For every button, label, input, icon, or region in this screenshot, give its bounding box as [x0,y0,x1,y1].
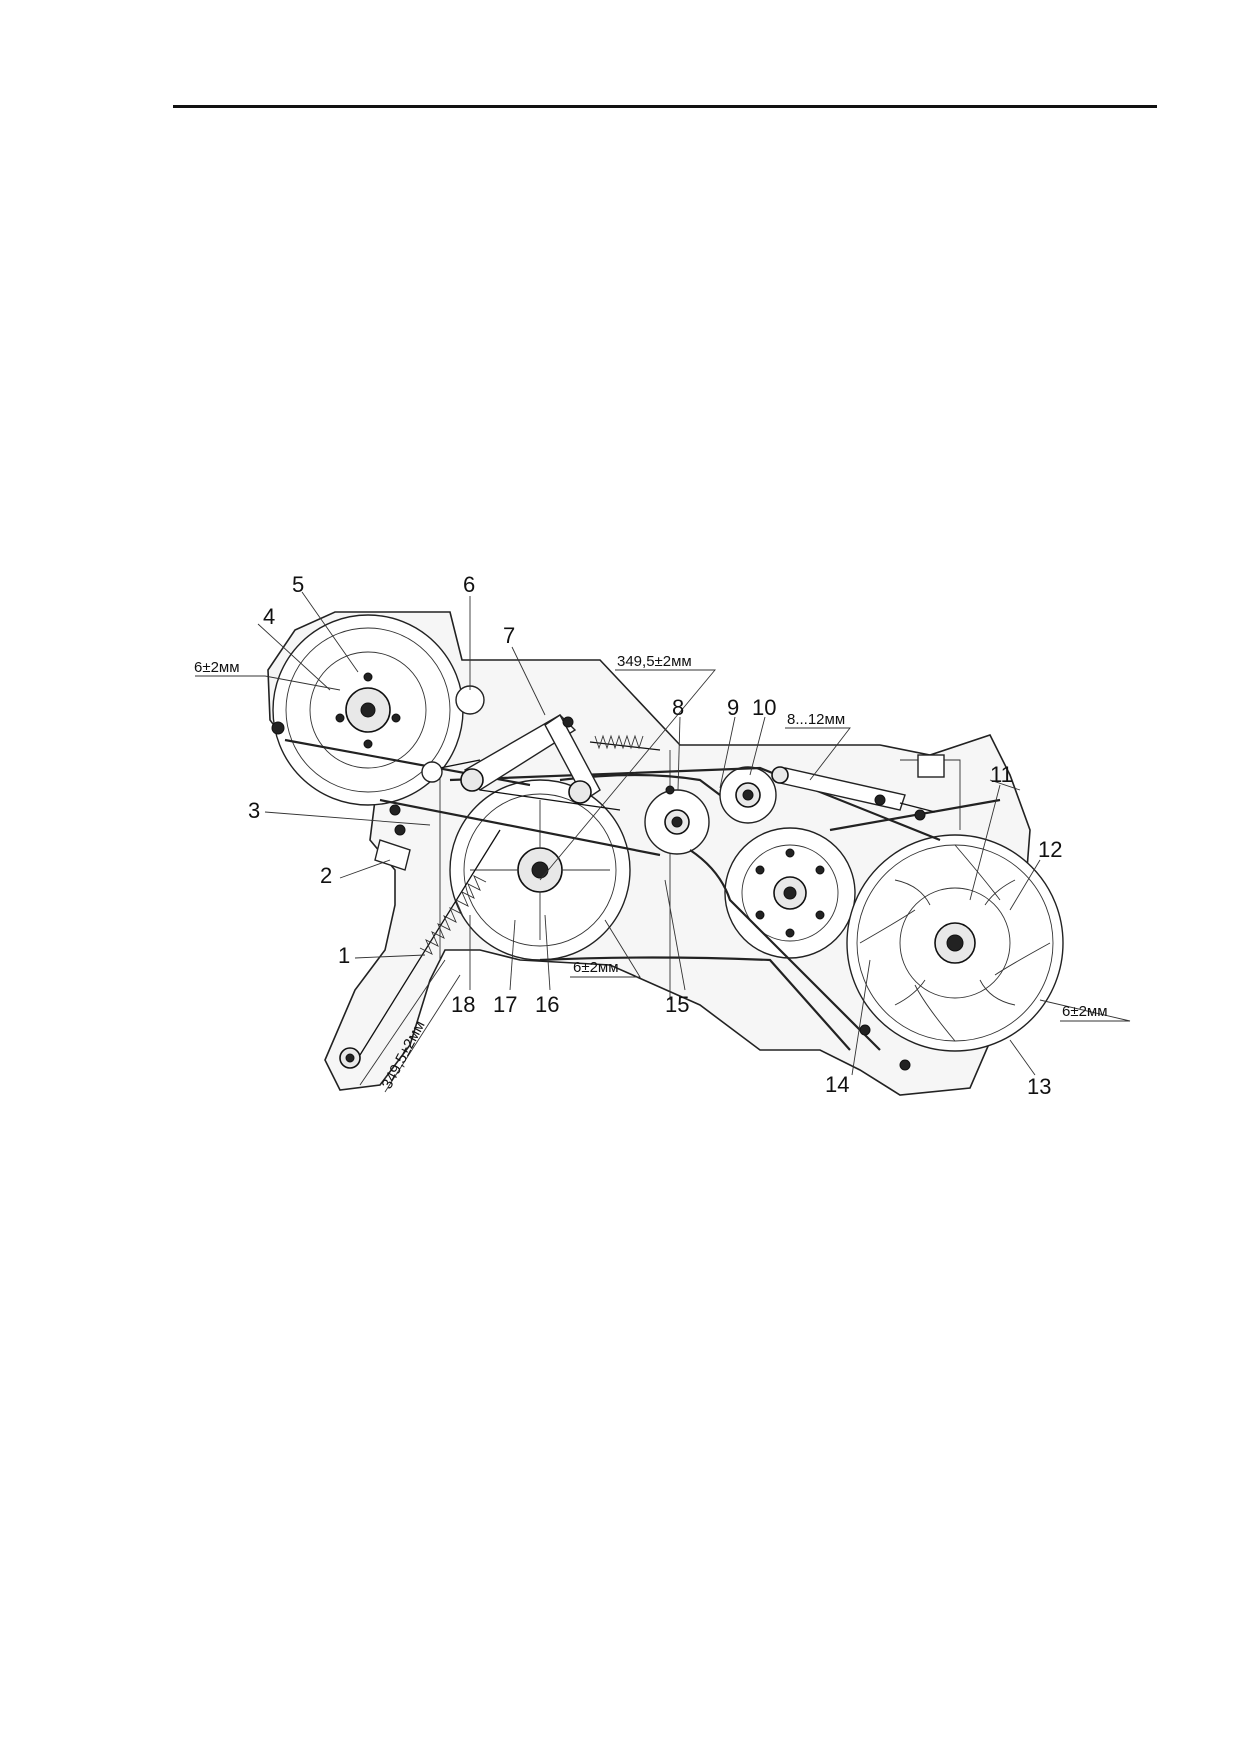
bracket-block [917,754,945,778]
callout-18: 18 [451,992,475,1017]
callout-10: 10 [752,695,776,720]
callout-6: 6 [463,572,475,597]
pulley-16 [449,779,631,961]
callout-16: 16 [535,992,559,1017]
callout-17: 17 [493,992,517,1017]
callout-3: 3 [248,798,260,823]
dim-belt-deflection-right: 6±2мм [1062,1003,1108,1020]
callout-11: 11 [990,762,1013,787]
callout-8: 8 [672,695,684,720]
callout-4: 4 [263,604,275,629]
callout-2: 2 [320,863,332,888]
upper-spring [589,734,661,751]
callout-7: 7 [503,623,515,648]
callout-5: 5 [292,572,304,597]
callout-9: 9 [727,695,739,720]
callouts: 1 2 3 4 5 6 7 8 9 10 11 12 13 14 15 16 1… [248,572,1062,1099]
header-rule [173,105,1157,108]
dim-spring-length-top: 349,5±2мм [617,653,692,670]
dim-belt-deflection-left: 6±2мм [194,659,240,676]
callout-15: 15 [665,992,689,1017]
callout-13: 13 [1027,1074,1051,1099]
pulley-8 [644,789,710,855]
roller-6 [455,685,485,715]
callout-14: 14 [825,1072,849,1097]
callout-1: 1 [338,943,350,968]
pulley-11 [846,834,1064,1052]
pulley-10 [719,766,777,824]
leader-lines [195,591,1131,1093]
dim-belt-deflection-tensioner: 8...12мм [787,711,845,728]
dim-belt-deflection-center: 6±2мм [573,959,619,976]
tension-arm-7 [421,713,621,811]
fasteners [271,685,926,1071]
pulley-5 [272,614,464,806]
pulley-center [724,827,856,959]
callout-12: 12 [1038,837,1062,862]
lower-spring [339,829,501,1069]
